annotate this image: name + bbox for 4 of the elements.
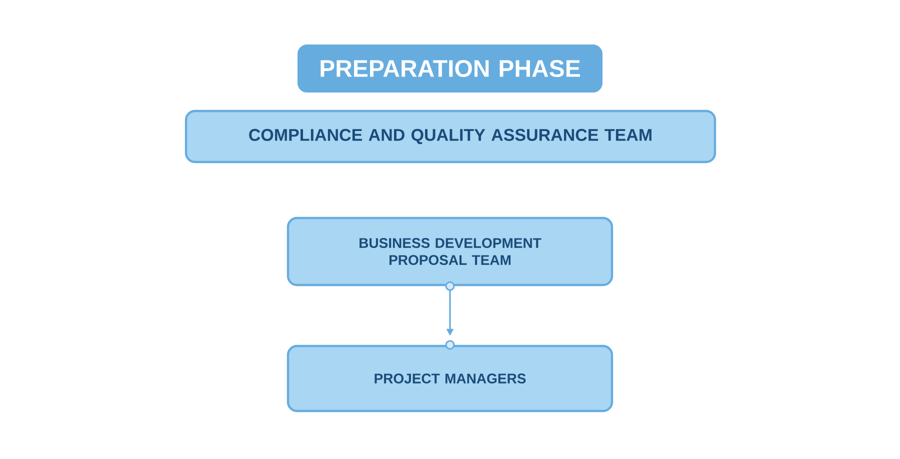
- team-box: BUSINESS DEVELOPMENT PROPOSAL TEAM: [286, 216, 614, 286]
- team-box: PROJECT MANAGERS: [286, 344, 614, 412]
- phase-banner: PREPARATION PHASE: [298, 44, 602, 92]
- team-box: COMPLIANCE AND QUALITY ASSURANCE TEAM: [184, 110, 716, 164]
